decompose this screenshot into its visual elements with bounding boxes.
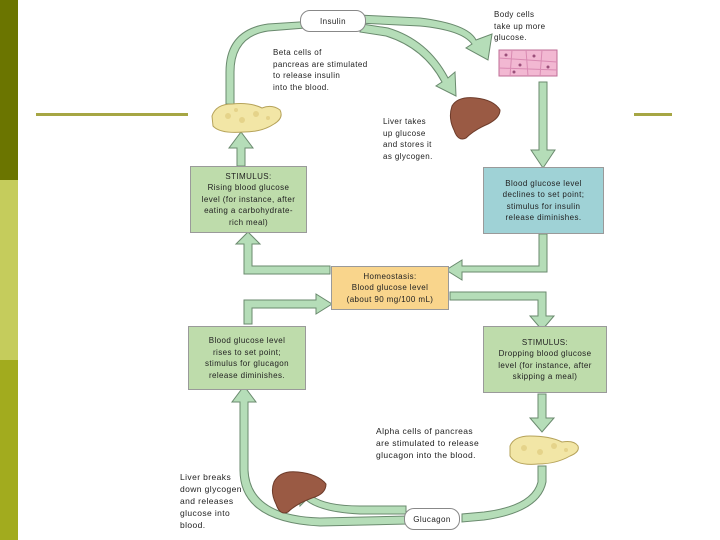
- liver-takes-up-label: Liver takes up glucose and stores it as …: [383, 117, 433, 161]
- rises-box: Blood glucose level rises to set point; …: [188, 326, 306, 390]
- rule-left: [36, 113, 188, 116]
- beta-cells-label: Beta cells of pancreas are stimulated to…: [273, 48, 368, 92]
- alpha-cells-label: Alpha cells of pancreas are stimulated t…: [376, 426, 480, 460]
- arrow-insulin-to-cells: [357, 14, 493, 61]
- rule-right: [634, 113, 672, 116]
- arrow-stimulus-to-pancreas: [228, 131, 254, 167]
- arrow-cells-to-declines: [530, 81, 556, 169]
- declines-box: Blood glucose level declines to set poin…: [483, 167, 604, 234]
- arrow-insulin-to-liver: [359, 23, 457, 97]
- side-stripe-middle: [0, 180, 18, 360]
- glucagon-label: Glucagon: [404, 508, 460, 530]
- body-cells-icon: [498, 49, 558, 77]
- pancreas-icon: [509, 435, 579, 465]
- arrow-declines-to-homeostasis: [445, 233, 548, 281]
- pancreas-icon: [211, 103, 282, 133]
- arrow-homeostasis-to-rising: [234, 231, 331, 275]
- arrow-homeostasis-to-dropping: [449, 291, 556, 331]
- liver-icon: [271, 471, 327, 514]
- body-cells-label: Body cells take up more glucose.: [494, 10, 546, 42]
- arrow-rises-to-homeostasis: [243, 293, 333, 325]
- arrows: [225, 14, 556, 527]
- stimulus-dropping-box: STIMULUS: Dropping blood glucose level (…: [483, 326, 607, 393]
- arrow-dropping-to-pancreas: [528, 393, 556, 433]
- arrow-pancreas-to-glucagon: [461, 465, 547, 523]
- liver-breaks-down-label: Liver breaks down glycogen and releases …: [180, 472, 242, 530]
- side-stripe-top: [0, 0, 18, 180]
- stimulus-rising-box: STIMULUS: Rising blood glucose level (fo…: [190, 166, 307, 233]
- liver-icon: [449, 97, 501, 140]
- homeostasis-box: Homeostasis: Blood glucose level (about …: [331, 266, 449, 310]
- arrow-glucagon-to-rises: [231, 385, 409, 527]
- insulin-label: Insulin: [300, 10, 366, 32]
- side-stripe-bottom: [0, 360, 18, 540]
